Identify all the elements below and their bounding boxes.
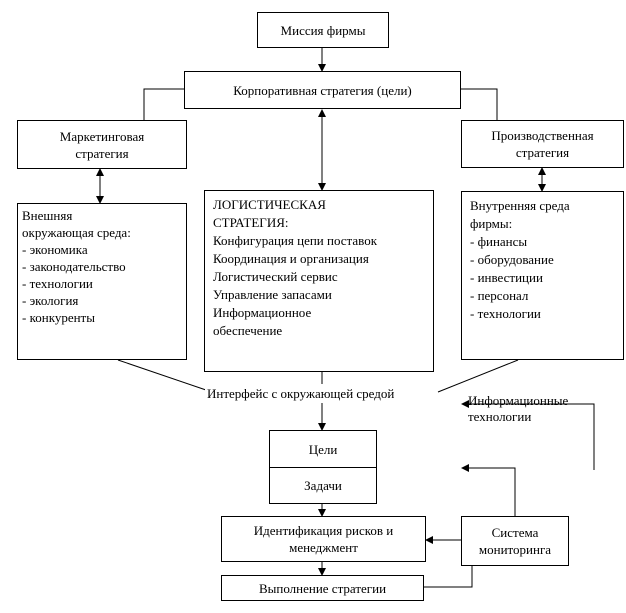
external-title-1: Внешняя (22, 208, 73, 223)
external-item-technology: - технологии (22, 276, 93, 291)
box-marketing: Маркетинговая стратегия (17, 120, 187, 169)
box-tasks: Задачи (270, 468, 376, 503)
box-marketing-line-2: стратегия (75, 145, 129, 161)
internal-item-equipment: - оборудование (470, 252, 554, 267)
box-production: Производственная стратегия (461, 120, 624, 168)
box-production-line-2: стратегия (515, 145, 570, 160)
logistics-item-coordination: Координация и организация (213, 251, 369, 266)
box-execution: Выполнение стратегии (221, 575, 424, 601)
box-goals-label: Цели (308, 441, 338, 457)
external-title-2: окружающая среда: (22, 225, 131, 240)
label-infotech: Информационные технологии (468, 393, 568, 425)
internal-item-technology: - технологии (470, 306, 541, 321)
external-item-ecology: - экология (22, 293, 79, 308)
box-production-line-1: Производственная (491, 128, 594, 143)
connector-corporate-marketing (143, 88, 184, 120)
line-internal-interface (437, 359, 519, 393)
box-monitoring: Система мониторинга (461, 516, 569, 566)
internal-title-1: Внутренняя среда (470, 198, 570, 213)
line-external-interface (117, 359, 207, 391)
box-corporate-label: Корпоративная стратегия (цели) (233, 82, 412, 98)
logistics-item-info-2: обеспечение (213, 323, 283, 338)
logistics-item-supply-chain: Конфигурация цепи поставок (213, 233, 378, 248)
box-marketing-line-1: Маркетинговая (59, 128, 145, 144)
box-risk-management: Идентификация рисков и менеджмент (221, 516, 426, 562)
internal-title-2: фирмы: (470, 216, 513, 231)
internal-item-finance: - финансы (470, 234, 528, 249)
external-item-competitors: - конкуренты (22, 310, 95, 325)
box-monitoring-line-1: Система (491, 525, 539, 540)
box-execution-label: Выполнение стратегии (258, 580, 387, 596)
logistics-title-1: ЛОГИСТИЧЕСКАЯ (213, 197, 326, 212)
label-infotech-line-2: технологии (468, 409, 532, 424)
box-corporate: Корпоративная стратегия (цели) (184, 71, 461, 109)
box-goals: Цели (270, 431, 376, 467)
label-interface: Интерфейс с окружающей средой (205, 386, 397, 402)
label-interface-text: Интерфейс с окружающей средой (207, 386, 395, 401)
box-logistics-strategy: ЛОГИСТИЧЕСКАЯ СТРАТЕГИЯ: Конфигурация це… (204, 190, 434, 372)
goals-tasks-divider (270, 467, 376, 468)
connector-corporate-production (461, 88, 498, 120)
box-internal-environment: Внутренняя среда фирмы: - финансы - обор… (461, 191, 624, 360)
box-mission: Миссия фирмы (257, 12, 389, 48)
logistics-item-service: Логистический сервис (213, 269, 338, 284)
connector-execution-monitoring (424, 566, 473, 588)
box-risk-line-2: менеджмент (289, 540, 358, 555)
arrow-infotech-loop (461, 400, 595, 470)
external-item-economy: - экономика (22, 242, 88, 257)
internal-item-investment: - инвестиции (470, 270, 543, 285)
box-goals-tasks: Цели Задачи (269, 430, 377, 504)
logistics-item-info-1: Информационное (213, 305, 312, 320)
box-tasks-label: Задачи (304, 478, 342, 493)
box-external-environment: Внешняя окружающая среда: - экономика - … (17, 203, 187, 360)
logistics-title-2: СТРАТЕГИЯ: (213, 215, 289, 230)
box-risk-line-1: Идентификация рисков и (253, 523, 394, 538)
box-mission-label: Миссия фирмы (280, 22, 366, 38)
internal-item-personnel: - персонал (470, 288, 529, 303)
label-infotech-line-1: Информационные (468, 393, 569, 408)
box-monitoring-line-2: мониторинга (478, 542, 552, 557)
logistics-item-inventory: Управление запасами (213, 287, 332, 302)
external-item-legislation: - законодательство (22, 259, 126, 274)
